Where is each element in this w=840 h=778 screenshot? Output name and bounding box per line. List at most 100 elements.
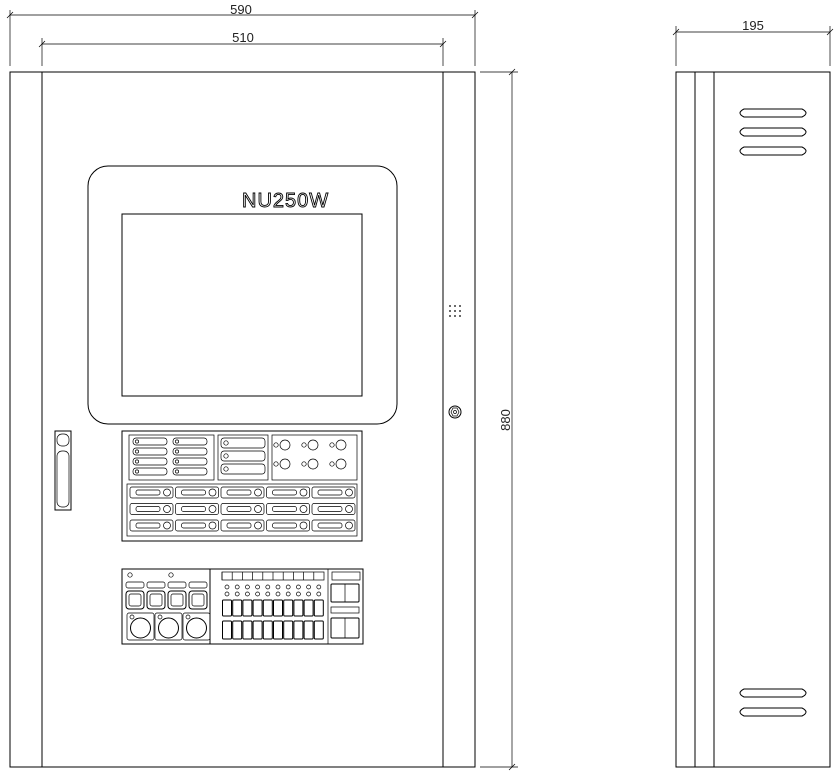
indicator-led <box>234 584 240 590</box>
module-knob[interactable] <box>345 505 353 513</box>
module-label-plate <box>226 489 252 496</box>
module-slot <box>129 486 174 499</box>
side-vents <box>739 108 807 717</box>
panel-key[interactable] <box>172 437 208 446</box>
function-key[interactable] <box>146 590 166 610</box>
module-slot <box>220 519 265 532</box>
module-knob[interactable] <box>254 488 262 497</box>
vent-slot <box>739 146 807 156</box>
indicator-led <box>285 591 291 597</box>
large-round-key[interactable] <box>186 617 207 639</box>
switch-key[interactable] <box>313 599 324 617</box>
module-slot <box>129 519 174 532</box>
panel-key[interactable] <box>132 447 168 456</box>
switch-key[interactable] <box>222 620 232 640</box>
switch-key[interactable] <box>252 620 263 640</box>
function-key[interactable] <box>167 590 187 610</box>
module-label-plate <box>135 506 161 512</box>
switch-key[interactable] <box>242 620 253 640</box>
module-slot <box>175 486 219 499</box>
panel-key[interactable] <box>132 437 168 446</box>
switch-key[interactable] <box>262 620 273 640</box>
large-key-frame <box>126 612 155 641</box>
display-screen <box>121 213 363 397</box>
switch-key[interactable] <box>232 620 243 640</box>
round-button[interactable] <box>335 439 347 451</box>
round-button[interactable] <box>279 458 291 470</box>
module-slot <box>175 519 219 532</box>
module-knob[interactable] <box>345 521 353 530</box>
module-knob[interactable] <box>208 521 217 530</box>
switch-key[interactable] <box>303 620 314 640</box>
panel-key[interactable] <box>132 457 168 466</box>
module-knob[interactable] <box>299 521 308 530</box>
switch-key[interactable] <box>283 620 294 640</box>
height-label: 880 <box>498 409 513 431</box>
round-button[interactable] <box>335 458 347 470</box>
door-lock-icon[interactable] <box>448 405 462 419</box>
panel-key[interactable] <box>172 467 208 476</box>
function-key[interactable] <box>125 590 145 610</box>
panel-key[interactable] <box>132 467 168 476</box>
indicator-led <box>275 591 281 597</box>
round-button[interactable] <box>307 458 319 470</box>
switch-key[interactable] <box>313 620 324 640</box>
indicator-led <box>329 442 335 448</box>
switch-key[interactable] <box>232 599 243 617</box>
indicator-led <box>185 614 191 620</box>
function-key-cap <box>191 593 205 607</box>
large-key-frame <box>154 612 183 641</box>
round-button[interactable] <box>279 439 291 451</box>
panel-key[interactable] <box>220 437 266 449</box>
module-slot <box>266 503 310 515</box>
switch-key[interactable] <box>262 599 273 617</box>
switch-key[interactable] <box>303 599 314 617</box>
switch-key[interactable] <box>252 599 263 617</box>
module-label-plate <box>135 522 161 529</box>
large-round-key[interactable] <box>130 617 151 639</box>
indicator-led <box>234 591 240 597</box>
switch-key[interactable] <box>273 599 283 617</box>
module-knob[interactable] <box>299 488 308 497</box>
switch-key[interactable] <box>242 599 253 617</box>
indicator-led <box>135 449 139 454</box>
indicator-led <box>316 584 322 590</box>
module-knob[interactable] <box>163 521 171 530</box>
panel-key[interactable] <box>220 463 266 475</box>
module-knob[interactable] <box>163 505 171 513</box>
module-knob[interactable] <box>254 505 262 513</box>
module-label-plate <box>317 506 343 512</box>
indicator-led <box>223 466 229 472</box>
door-handle[interactable] <box>54 430 72 511</box>
switch-key[interactable] <box>293 599 304 617</box>
switch-key[interactable] <box>293 620 304 640</box>
switch-key[interactable] <box>273 620 283 640</box>
indicator-led <box>306 591 311 597</box>
module-knob[interactable] <box>208 505 217 513</box>
module-knob[interactable] <box>254 521 262 530</box>
panel-key[interactable] <box>172 447 208 456</box>
panel-key[interactable] <box>172 457 208 466</box>
module-label-plate <box>226 522 252 529</box>
switch-key[interactable] <box>283 599 294 617</box>
module-label-plate <box>135 489 161 496</box>
panel-key[interactable] <box>220 450 266 462</box>
indicator-led <box>316 591 322 597</box>
switch-key[interactable] <box>222 599 232 617</box>
module-knob[interactable] <box>208 488 217 497</box>
function-key-cap <box>149 593 163 607</box>
module-knob[interactable] <box>345 488 353 497</box>
module-label-plate <box>272 506 297 512</box>
depth-label: 195 <box>742 18 764 33</box>
overall-width-dimension: 590 <box>6 2 479 66</box>
module-knob[interactable] <box>163 488 171 497</box>
module-knob[interactable] <box>299 505 308 513</box>
module-slot <box>266 519 310 532</box>
large-round-key[interactable] <box>158 617 179 639</box>
module-label-plate <box>272 522 297 529</box>
function-key[interactable] <box>188 590 208 610</box>
indicator-led <box>301 461 307 467</box>
round-button[interactable] <box>307 439 319 451</box>
module-label-plate <box>181 522 206 529</box>
indicator-led <box>224 584 230 590</box>
